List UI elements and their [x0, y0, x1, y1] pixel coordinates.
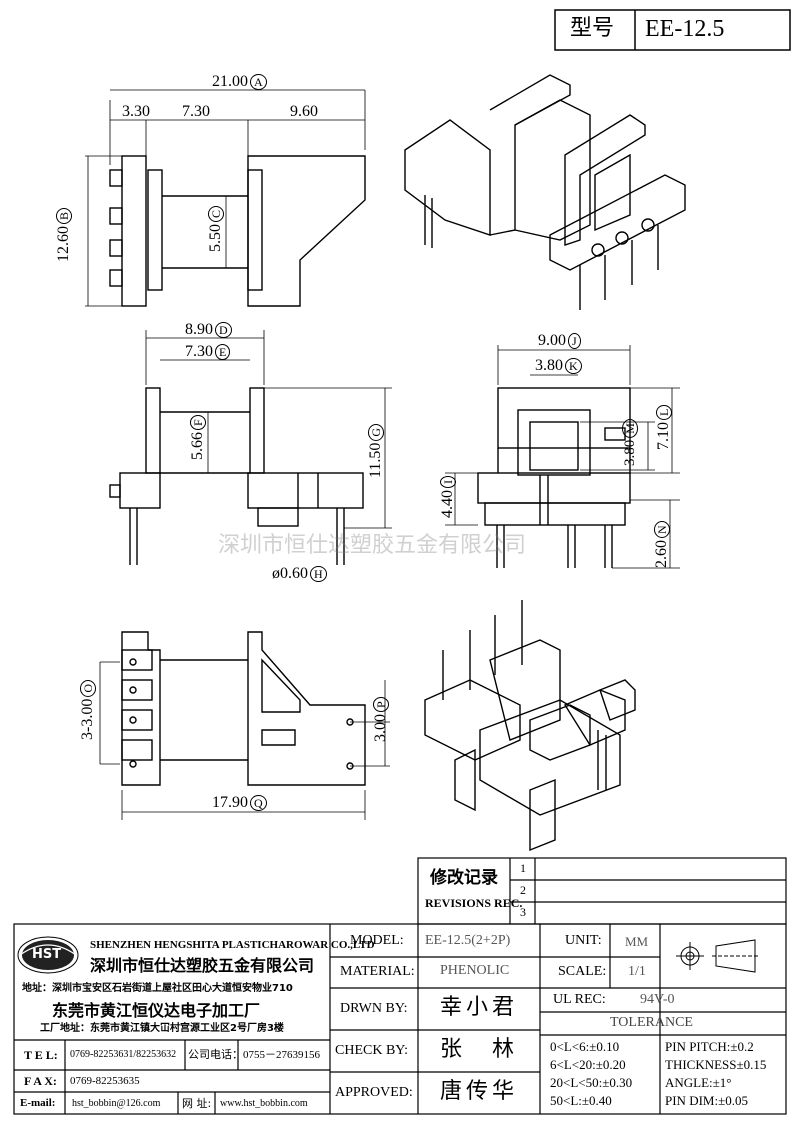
revision-mark-3: 3 — [520, 905, 526, 919]
fax-value: 0769-82253635 — [70, 1075, 140, 1087]
spec-material-value: PHENOLIC — [440, 963, 510, 978]
side-view — [477, 387, 631, 568]
tol-right-0: PIN PITCH:±0.2 — [665, 1039, 754, 1054]
revisions-label-en: REVISIONS REC. — [425, 896, 523, 910]
company-name-en: SHENZHEN HENGSHITA PLASTICHAROWAR CO.,LT… — [90, 939, 375, 951]
tol-left-1: 6<L<20:±0.20 — [550, 1057, 626, 1072]
spec-tolerance-label: TOLERANCE — [610, 1015, 693, 1030]
iso-view-bottom — [424, 600, 636, 852]
spec-drawn-label: DRWN BY: — [340, 1001, 408, 1016]
dim-bottom-pitch: 3-3.00O — [79, 680, 96, 740]
spec-drawn-value: 幸小君 — [440, 995, 519, 1020]
tel-value: 0769-82253631/82253632 — [70, 1049, 177, 1060]
dim-d3: 9.60 — [290, 103, 318, 120]
company-name-cn: 深圳市恒仕达塑胶五金有限公司 — [90, 956, 315, 975]
spec-model-label: MODEL: — [350, 933, 404, 948]
spec-unit-value: MM — [625, 934, 649, 949]
revision-mark-2: 2 — [520, 883, 526, 897]
spec-unit-label: UNIT: — [565, 933, 602, 948]
tol-left-0: 0<L<6:±0.10 — [550, 1039, 620, 1054]
dim-inner: 5.50C — [207, 205, 224, 252]
dim-front-height: 11.50G — [367, 423, 384, 478]
revisions-label-cn: 修改记录 — [430, 868, 498, 888]
tol-left-3: 50<L:±0.40 — [550, 1093, 612, 1108]
tol-right-2: ANGLE:±1° — [665, 1075, 732, 1090]
spec-check-value: 张 林 — [440, 1037, 519, 1062]
dim-front-core: 5.66F — [189, 415, 206, 460]
model-label: 型号 — [570, 16, 615, 41]
company-logo — [17, 936, 79, 974]
dim-bottom-spacing: 3.00P — [372, 697, 389, 742]
dim-side-top: 7.10L — [655, 404, 672, 450]
company-address: 地址：深圳市宝安区石岩街道上屋社区田心大道恒安物业710 — [22, 983, 293, 994]
factory-name: 东莞市黄江恒仪达电子加工厂 — [52, 1001, 261, 1020]
tol-left-2: 20<L<50:±0.30 — [550, 1075, 633, 1090]
dim-side-pin-len: 2.60N — [653, 521, 670, 568]
company-tel-value: 0755－27639156 — [243, 1049, 320, 1061]
fax-label: F A X: — [24, 1074, 57, 1088]
front-view — [109, 387, 364, 565]
spec-scale-label: SCALE: — [558, 964, 607, 979]
company-tel-label: 公司电话： — [188, 1048, 243, 1061]
top-view — [109, 155, 366, 307]
email-value: hst_bobbin@126.com — [72, 1098, 161, 1109]
tel-label: T E L: — [24, 1048, 58, 1062]
model-value: EE-12.5 — [645, 16, 725, 42]
tol-right-3: PIN DIM:±0.05 — [665, 1093, 748, 1108]
email-label: E-mail: — [20, 1097, 56, 1109]
logo-text: HST — [32, 947, 62, 962]
spec-ul-label: UL REC: — [553, 992, 606, 1007]
spec-material-label: MATERIAL: — [340, 964, 415, 979]
dim-height: 12.60B — [55, 207, 72, 262]
projection-symbol-icon — [676, 939, 760, 973]
spec-ul-value: 94V-0 — [640, 992, 675, 1007]
factory-address: 工厂地址：东莞市黄江镇大冚村宫源工业区2号厂房3楼 — [40, 1023, 284, 1034]
bottom-view — [121, 631, 366, 786]
tol-right-1: THICKNESS±0.15 — [665, 1057, 767, 1072]
spec-approved-value: 唐传华 — [440, 1079, 519, 1104]
dim-d1: 3.30 — [122, 103, 150, 120]
spec-model-value: EE-12.5(2+2P) — [425, 933, 511, 948]
spec-scale-value: 1/1 — [628, 964, 646, 979]
web-label: 网 址: — [182, 1097, 212, 1110]
spec-approved-label: APPROVED: — [335, 1085, 413, 1100]
dim-side-base: 4.40I — [439, 476, 456, 518]
dim-d2: 7.30 — [182, 103, 210, 120]
web-value: www.hst_bobbin.com — [220, 1098, 308, 1109]
spec-check-label: CHECK BY: — [335, 1043, 409, 1058]
iso-view-top — [404, 74, 686, 310]
watermark: 深圳市恒仕达塑胶五金有限公司 — [218, 533, 527, 558]
revision-mark-1: 1 — [520, 861, 526, 875]
dim-side-win-h: 3.80M — [622, 419, 638, 466]
